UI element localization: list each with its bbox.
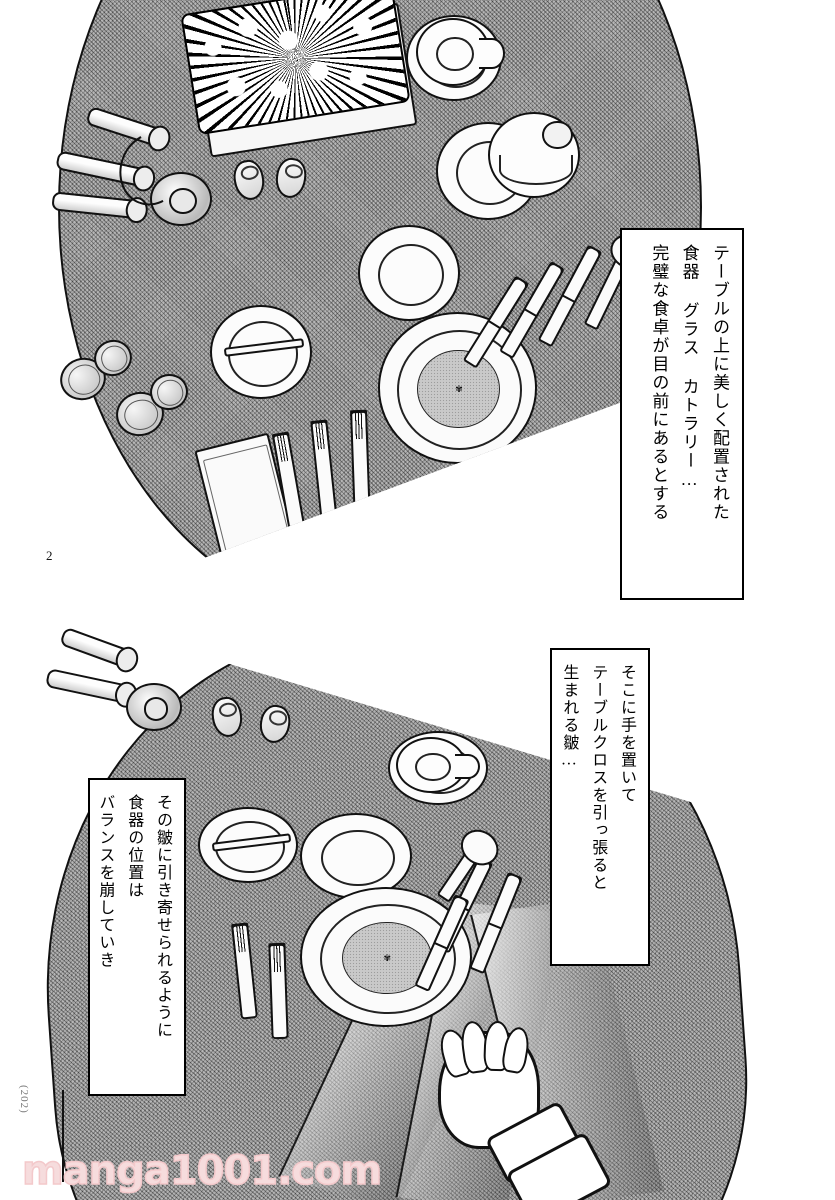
caption-box-1: テーブルの上に美しく配置された 食器 グラス カトラリー… 完璧な食卓が目の前に… [620, 228, 744, 600]
panel-bottom [38, 606, 835, 1200]
shaker-cap [217, 701, 239, 719]
caption-line: 生まれる皺… [560, 664, 578, 770]
soup-bowl [198, 807, 298, 883]
plate-emblem [455, 385, 462, 391]
covered-tureen [488, 112, 580, 198]
candelabra-hub [169, 188, 197, 214]
candle-collar [112, 643, 142, 676]
cup-well [415, 752, 451, 782]
candle-arm [59, 626, 142, 676]
glass-rim [154, 377, 186, 408]
candelabra-base [126, 683, 182, 731]
flower-centerpiece [170, 606, 411, 689]
teacup [396, 737, 480, 793]
caption-line: バランスを崩していき [96, 794, 114, 969]
folio-number: (202) [18, 1085, 30, 1114]
caption-line: テーブルクロスを引っ張ると [589, 664, 607, 892]
caption-line: テーブルの上に美しく配置された [710, 244, 729, 522]
teacup [416, 18, 505, 86]
plate-emblem [383, 954, 391, 960]
caption-box-2: そこに手を置いて テーブルクロスを引っ張ると 生まれる皺… [550, 648, 650, 966]
tureen-lid-seam [498, 155, 574, 185]
caption-line: その皺に引き寄せられるように [154, 794, 171, 1039]
fork-tines [268, 943, 287, 973]
fork-tines [350, 410, 369, 440]
flower-cluster [180, 0, 411, 136]
page-number: 2 [46, 548, 53, 563]
cup-handle [479, 37, 505, 69]
spine-rule [62, 1090, 64, 1182]
cup-handle [455, 753, 480, 780]
panel-top [38, 0, 835, 620]
side-plate [300, 813, 412, 899]
candelabra-hub [143, 697, 169, 721]
fork-tines [310, 420, 331, 451]
side-plate-ring [321, 829, 395, 887]
plate-outer-ring [397, 330, 522, 450]
dinner-plate [300, 887, 472, 1027]
flower-cluster [170, 606, 406, 676]
candle-arm [44, 668, 140, 710]
caption-line: そこに手を置いて [618, 664, 635, 804]
caption-line: 食器の位置は [125, 794, 143, 899]
caption-line: 完璧な食卓が目の前にあるとする [649, 244, 669, 522]
caption-line: 食器 グラス カトラリー… [679, 244, 699, 491]
candelabra-base [150, 172, 212, 226]
shaker-cap [239, 163, 261, 182]
fork-tines [231, 923, 251, 953]
plate-outer-ring [320, 903, 456, 1015]
bread-plate-ring [377, 243, 445, 307]
cup-well [436, 36, 474, 72]
fork [268, 942, 289, 1040]
shaker-cap [267, 709, 289, 727]
bread-plate [358, 225, 460, 321]
soup-bowl [210, 305, 312, 399]
glass-rim [97, 342, 131, 375]
caption-box-3: その皺に引き寄せられるように 食器の位置は バランスを崩していき [88, 778, 186, 1096]
tureen-knob [542, 120, 573, 150]
shaker-cap [283, 162, 305, 180]
plate-well [417, 349, 500, 429]
site-watermark: manga1001.com [21, 1147, 383, 1195]
